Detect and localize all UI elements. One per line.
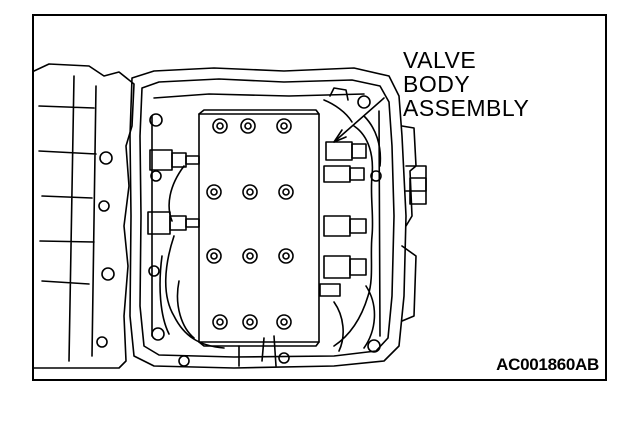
figure-code: AC001860AB: [496, 355, 599, 374]
case-rim-inner: [139, 78, 395, 358]
callout-line-1: VALVE: [403, 47, 477, 73]
callout-line-2: BODY: [403, 71, 471, 97]
right-solenoid-connectors: [319, 141, 367, 297]
valve-body-assembly-callout: VALVE BODY ASSEMBLY: [403, 48, 529, 120]
callout-line-3: ASSEMBLY: [403, 95, 530, 121]
callout-leader-line: [333, 97, 385, 143]
wiring-harness-left: [159, 165, 225, 349]
transmission-valve-body-drawing: [34, 63, 427, 369]
left-solenoid-connectors: [147, 149, 200, 235]
valve-body-bolts: [206, 118, 294, 330]
figure-frame: VALVE BODY ASSEMBLY AC001860AB: [32, 14, 607, 381]
valve-body-plate: [198, 113, 320, 343]
case-left-outline: [34, 63, 135, 369]
wiring-harness-right: [333, 115, 382, 352]
case-left-ribs: [38, 75, 97, 362]
